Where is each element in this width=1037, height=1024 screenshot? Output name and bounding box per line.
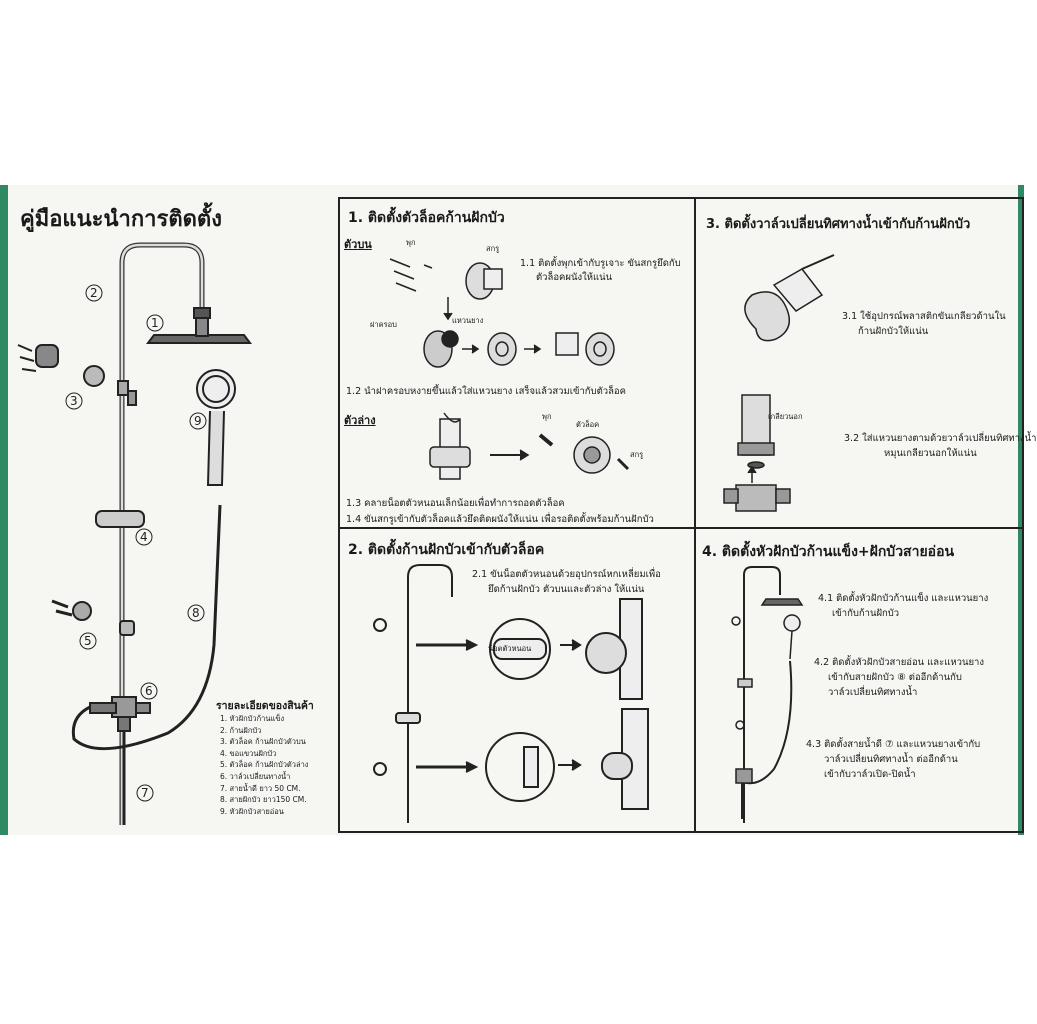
details-item: 3. ตัวล็อค ก้านฝักบัวตัวบน — [220, 737, 306, 747]
nut-tag: น็อตตัวหนอน — [488, 644, 532, 653]
details-item: 2. ก้านฝักบัว — [220, 725, 262, 735]
step4-3-text: 4.3 ติดตั้งสายน้ำดี ⑦ และแหวนยางเข้ากับว… — [806, 739, 981, 780]
callout-5: 5 — [84, 634, 92, 648]
details-title: รายละเอียดของสินค้า — [216, 700, 314, 712]
details-item: 8. สายฝักบัว ยาว150 CM. — [220, 795, 307, 805]
callout-2: 2 — [90, 286, 98, 300]
screw-tag: สกรู — [486, 244, 500, 253]
callout-9: 9 — [194, 414, 202, 428]
callout-6: 6 — [145, 684, 153, 698]
ring-tag: แหวนยาง — [452, 316, 484, 325]
step2-1-text: 2.1 ขันน็อตตัวหนอนด้วยอุปกรณ์หกเหลี่ยมเพ… — [472, 569, 661, 595]
instruction-sheet: คู่มือแนะนำการติดตั้ง — [8, 185, 1037, 835]
step3-illustration — [723, 254, 835, 512]
plug-tag: พุก — [406, 238, 416, 247]
callout-1: 1 — [151, 316, 159, 330]
upper-label: ตัวบน — [344, 238, 372, 251]
details-item: 1. หัวฝักบัวก้านแข็ง — [220, 714, 285, 723]
step4-illustration — [731, 566, 804, 823]
details-item: 9. หัวฝักบัวสายอ่อน — [220, 806, 284, 816]
details-item: 7. สายน้ำดี ยาว 50 CM. — [220, 783, 301, 793]
step1-lower-illustration — [429, 412, 630, 480]
plug-tag-lower: พุก — [542, 412, 552, 421]
step2-illustration — [373, 564, 649, 823]
step4-panel: 4. ติดตั้งหัวฝักบัวก้านแข็ง+ฝักบัวสายอ่อ… — [694, 527, 1024, 833]
step1-title: 1. ติดตั้งตัวล็อคก้านฝักบัว — [348, 210, 505, 226]
details-item: 4. ขอแขวนฝักบัว — [220, 748, 277, 758]
page-title: คู่มือแนะนำการติดตั้ง — [20, 207, 222, 232]
details-list: 1. หัวฝักบัวก้านแข็ง 2. ก้านฝักบัว 3. ตั… — [220, 713, 308, 817]
thread-tag: เกลียวนอก — [768, 412, 803, 421]
top-margin — [0, 0, 1024, 185]
step1-panel: 1. ติดตั้งตัวล็อคก้านฝักบัว ตัวบน พุก สก… — [338, 197, 696, 529]
cover-tag: ฝาครอบ — [370, 320, 397, 329]
step4-2-text: 4.2 ติดตั้งหัวฝักบัวสายอ่อน และแหวนยางเข… — [814, 657, 984, 698]
green-edge-left — [0, 185, 8, 835]
step2-panel: 2. ติดตั้งก้านฝักบัวเข้ากับตัวล็อค 2.1 ข… — [338, 527, 696, 833]
step1-1-text: 1.1 ติดตั้งพุกเข้ากับรูเจาะ ขันสกรูยึดกั… — [520, 258, 681, 283]
lock-tag: ตัวล็อค — [576, 420, 600, 429]
step1-2-text: 1.2 นำฝาครอบหงายขึ้นแล้วใส่แหวนยาง เสร็จ… — [346, 386, 626, 397]
step3-panel: 3. ติดตั้งวาล์วเปลี่ยนทิศทางน้ำเข้ากับก้… — [694, 197, 1037, 529]
step2-title: 2. ติดตั้งก้านฝักบัวเข้ากับตัวล็อค — [348, 542, 545, 558]
step3-2-text: 3.2 ใส่แหวนยางตามด้วยวาล์วเปลี่ยนทิศทางน… — [844, 433, 1037, 459]
callout-4: 4 — [140, 530, 148, 544]
step1-4-text: 1.4 ขันสกรูเข้ากับตัวล็อคแล้วยึดติดผนังใ… — [346, 514, 654, 525]
callout-7: 7 — [141, 786, 149, 800]
bottom-margin — [0, 835, 1024, 1024]
details-item: 6. วาล์วเปลี่ยนทางน้ำ — [220, 771, 291, 781]
lower-label: ตัวล่าง — [344, 414, 376, 427]
details-item: 5. ตัวล็อค ก้านฝักบัวตัวล่าง — [220, 760, 309, 770]
overview-diagram: 2 1 3 4 5 6 7 8 9 — [17, 242, 252, 825]
callout-3: 3 — [70, 394, 78, 408]
step4-title: 4. ติดตั้งหัวฝักบัวก้านแข็ง+ฝักบัวสายอ่อ… — [702, 544, 955, 560]
step1-3-text: 1.3 คลายน็อตตัวหนอนเล็กน้อยเพื่อทำการถอด… — [346, 498, 565, 509]
green-edge-right — [1018, 185, 1024, 835]
step3-1-text: 3.1 ใช้อุปกรณ์พลาสติกขันเกลียวด้านในก้าน… — [842, 311, 1006, 337]
callout-8: 8 — [192, 606, 200, 620]
screw-tag-lower: สกรู — [630, 450, 644, 459]
step3-title: 3. ติดตั้งวาล์วเปลี่ยนทิศทางน้ำเข้ากับก้… — [706, 217, 971, 232]
step4-1-text: 4.1 ติดตั้งหัวฝักบัวก้านแข็ง และแหวนยางเ… — [818, 593, 989, 619]
step1-upper-illustration — [389, 258, 615, 368]
